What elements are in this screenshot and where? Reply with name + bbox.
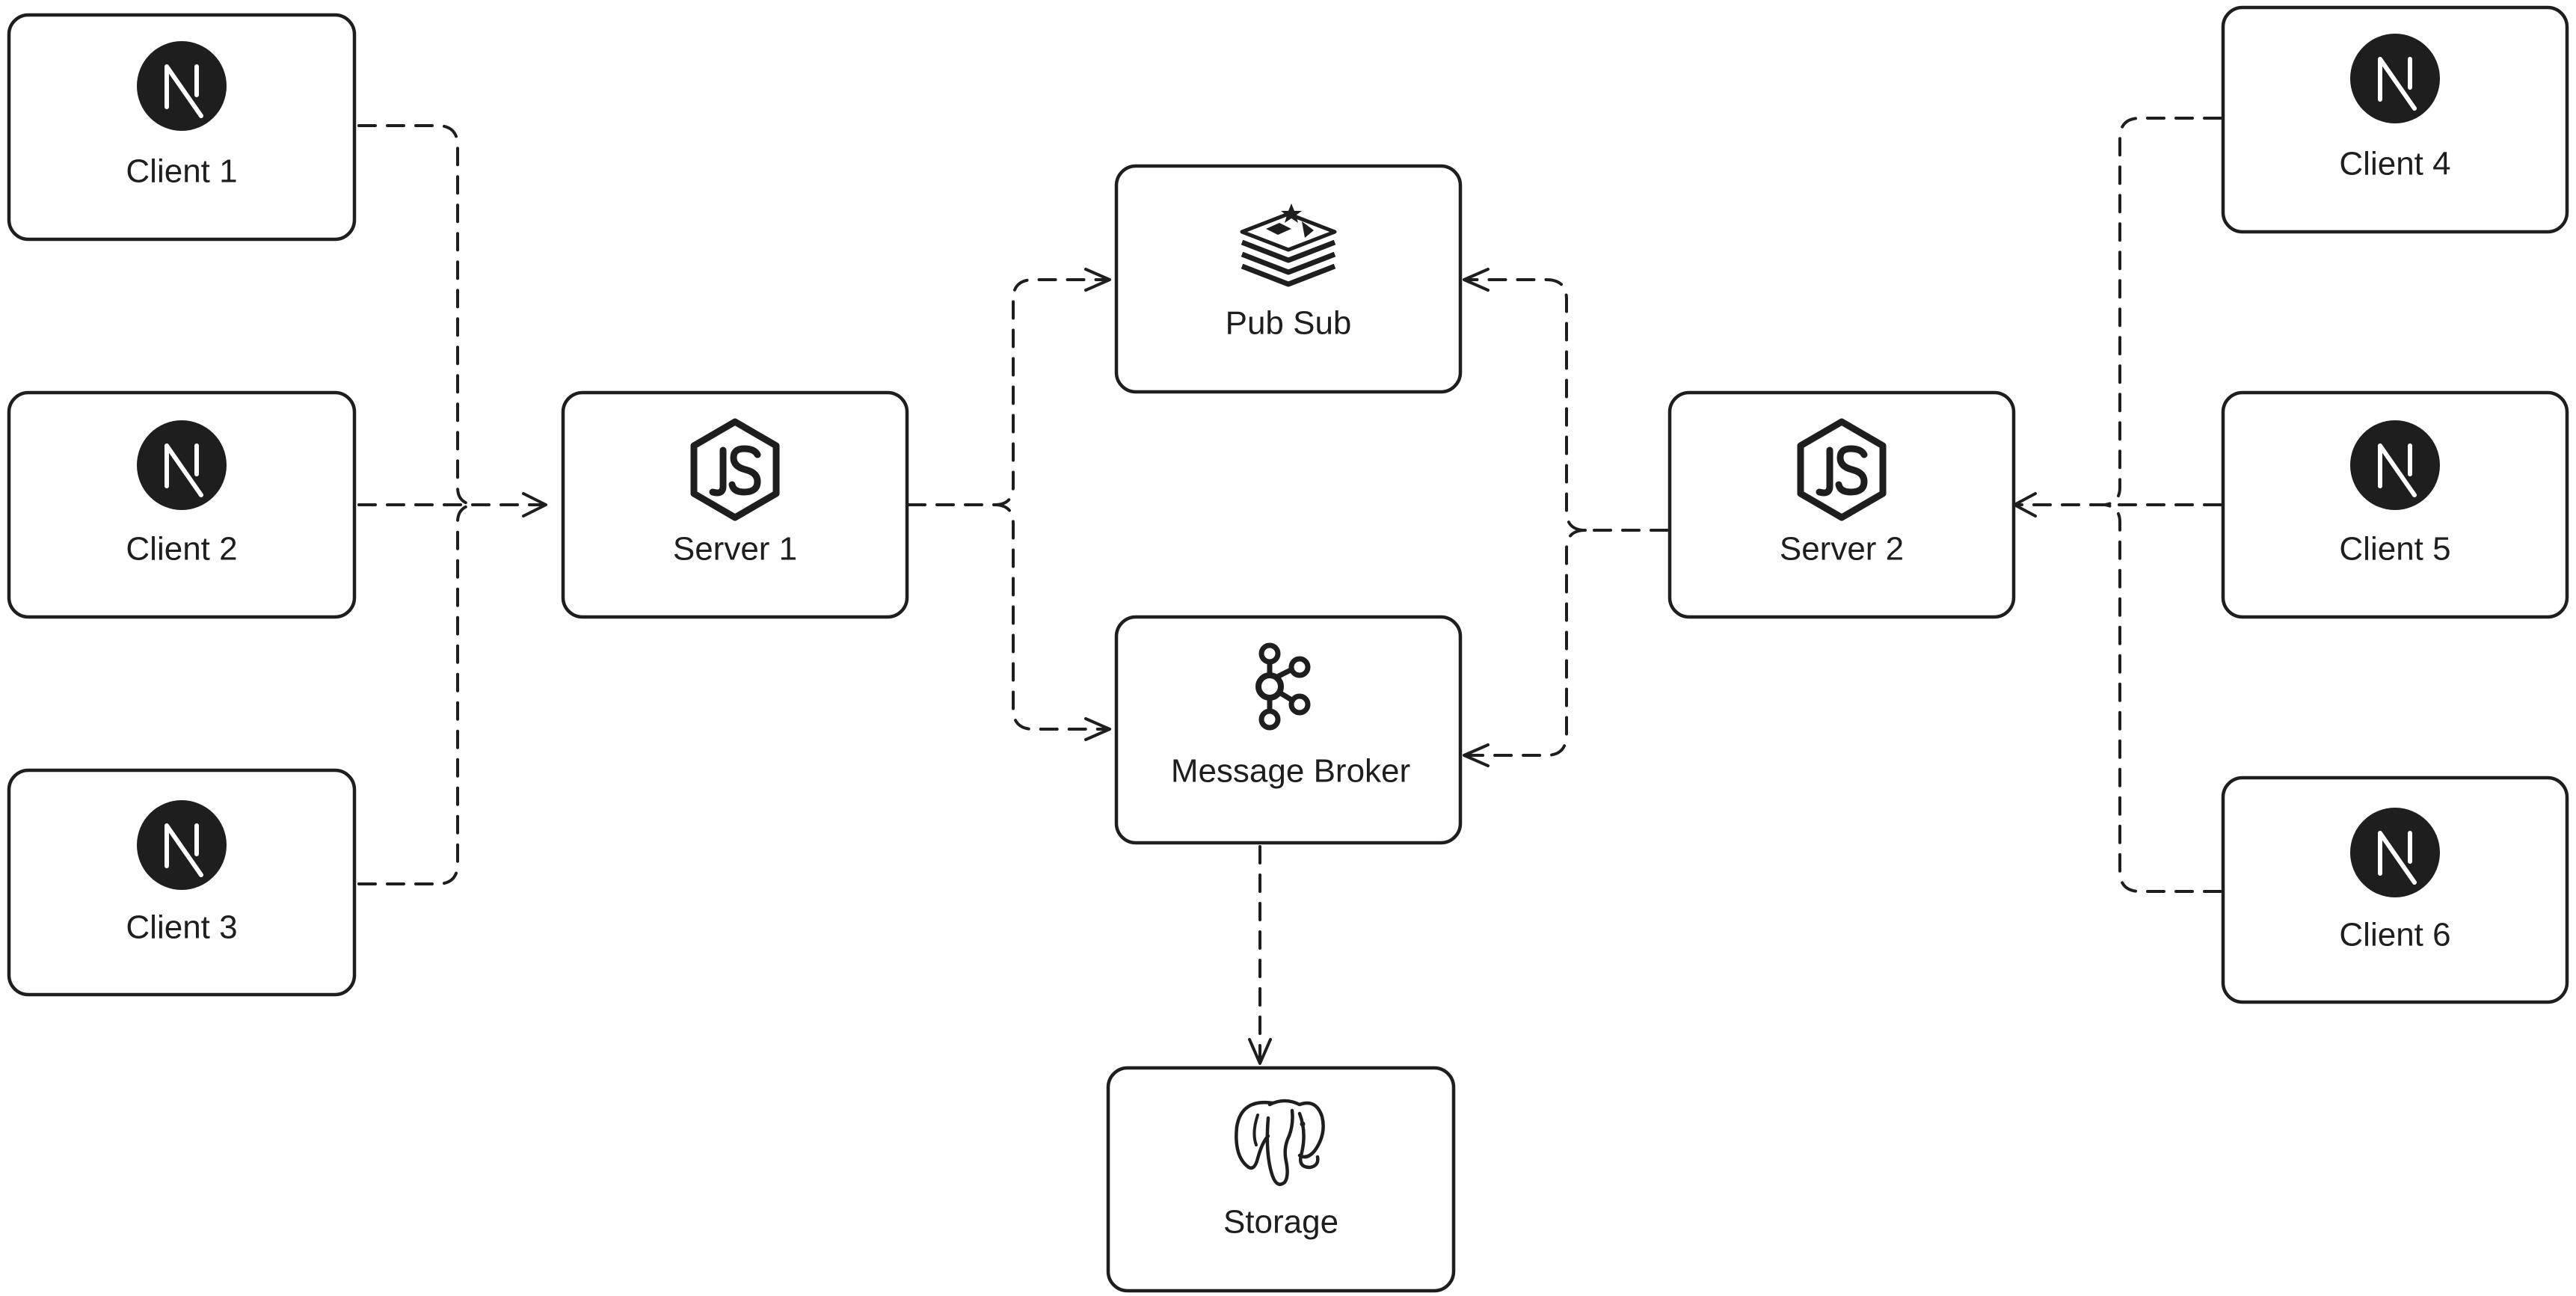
edge-server1-to-broker [993,503,1108,731]
nextjs-icon [2350,808,2440,897]
node-label: Client 6 [2339,917,2450,953]
node-label: Server 2 [1780,531,1904,568]
node-label: Client 3 [126,909,237,946]
edge-client1-to-server1 [357,124,474,506]
node-label: Storage [1223,1204,1338,1241]
node-client6: Client 6 [2221,776,2569,1004]
node-client5: Client 5 [2221,390,2569,619]
node-label: Client 2 [126,531,237,568]
node-label: Client 5 [2339,531,2450,568]
arrow-head-server1 [522,492,547,518]
edge-client3-to-server1 [357,503,474,885]
arrow-head-server2 [2013,492,2037,518]
nextjs-icon [2350,420,2440,510]
node-message-broker: Message Broker [1114,615,1463,845]
edge-server1-to-pubsub [907,278,1108,506]
node-server1: Server 1 [561,390,909,619]
node-label: Pub Sub [1226,305,1352,342]
arrow-head-pubsub-right [1463,268,1490,292]
arrow-head-broker-left [1084,717,1111,741]
arrow-head-pubsub-left [1084,268,1111,292]
edge-client6-to-server2 [2103,503,2222,893]
node-pubsub: Pub Sub [1114,164,1463,394]
node-label: Server 1 [673,531,797,568]
node-client4: Client 4 [2221,5,2569,234]
nextjs-icon [2350,34,2440,123]
edge-server2-to-broker [1464,529,1587,757]
node-server2: Server 2 [1667,390,2016,619]
edge-server2-to-pubsub [1464,278,1669,532]
node-storage: Storage [1106,1066,1456,1293]
node-client2: Client 2 [7,390,357,619]
edge-client4-to-server2 [2103,117,2222,506]
arrow-head-storage [1248,1038,1272,1065]
node-label: Client 4 [2339,146,2450,182]
nextjs-icon [137,41,227,131]
node-label: Client 1 [126,153,237,190]
node-client3: Client 3 [7,768,357,997]
nextjs-icon [137,800,227,890]
node-label: Message Broker [1171,753,1410,790]
node-client1: Client 1 [7,13,357,242]
arrow-head-broker-right [1463,743,1490,767]
nextjs-icon [137,420,227,510]
